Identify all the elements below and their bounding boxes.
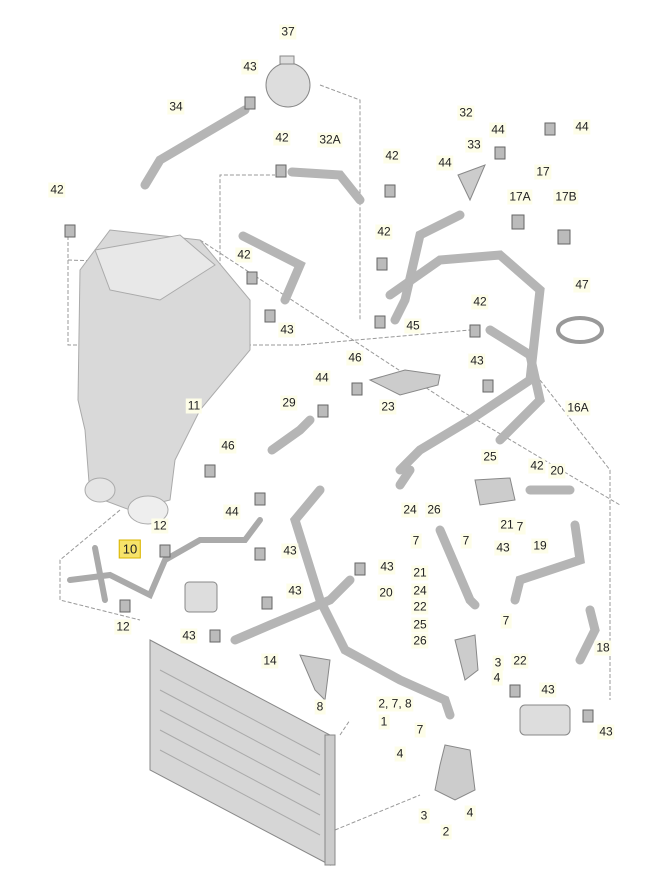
callout-label[interactable]: 43 — [281, 543, 299, 559]
radiator — [149, 639, 336, 866]
callout-label[interactable]: 42 — [375, 224, 393, 240]
callout-label[interactable]: 2 — [440, 824, 452, 840]
callout-label[interactable]: 43 — [539, 682, 557, 698]
callout-label[interactable]: 44 — [489, 122, 507, 138]
callout-label[interactable]: 44 — [223, 504, 241, 520]
callout-label[interactable]: 7 — [414, 722, 426, 738]
callout-label[interactable]: 25 — [481, 449, 499, 465]
callout-label[interactable]: 43 — [180, 628, 198, 644]
callout-label[interactable]: 42 — [471, 294, 489, 310]
clamps — [64, 96, 594, 723]
callout-label[interactable]: 3 — [492, 655, 504, 671]
callout-label[interactable]: 42 — [528, 458, 546, 474]
callout-label[interactable]: 34 — [167, 99, 185, 115]
callout-label[interactable]: 20 — [548, 463, 566, 479]
coolant-housing — [184, 581, 218, 613]
callout-label[interactable]: 2, 7, 8 — [376, 696, 414, 712]
callout-label[interactable]: 42 — [273, 130, 291, 146]
callout-label[interactable]: 46 — [219, 438, 237, 454]
callout-label[interactable]: 20 — [377, 585, 395, 601]
callout-label[interactable]: 42 — [48, 182, 66, 198]
callout-label[interactable]: 47 — [573, 277, 591, 293]
bracket-8 — [299, 654, 331, 702]
callout-label[interactable]: 22 — [511, 653, 529, 669]
callout-label[interactable]: 17B — [553, 189, 579, 205]
hoses — [140, 105, 600, 720]
callout-label[interactable]: 24 — [401, 502, 419, 518]
callout-label[interactable]: 33 — [465, 137, 483, 153]
callout-label[interactable]: 23 — [379, 399, 397, 415]
callout-label[interactable]: 43 — [468, 353, 486, 369]
callout-label[interactable]: 21 — [498, 517, 516, 533]
callout-label[interactable]: 37 — [279, 24, 297, 40]
callout-label[interactable]: 19 — [531, 538, 549, 554]
engine-block — [77, 229, 251, 525]
callout-label[interactable]: 4 — [464, 805, 476, 821]
callout-label[interactable]: 7 — [500, 613, 512, 629]
callout-label[interactable]: 16A — [565, 400, 591, 416]
callout-highlighted[interactable]: 10 — [118, 539, 142, 559]
callout-label[interactable]: 44 — [313, 370, 331, 386]
callout-label[interactable]: 14 — [261, 653, 279, 669]
callout-label[interactable]: 32 — [457, 105, 475, 121]
callout-label[interactable]: 43 — [597, 724, 615, 740]
callout-label[interactable]: 8 — [314, 699, 326, 715]
callout-label[interactable]: 43 — [494, 540, 512, 556]
callout-label[interactable]: 21 — [411, 565, 429, 581]
callout-label[interactable]: 43 — [378, 559, 396, 575]
oil-cooler — [519, 704, 571, 736]
callout-label[interactable]: 1 — [378, 714, 390, 730]
callout-label[interactable]: 11 — [185, 398, 203, 414]
callout-label[interactable]: 4 — [491, 670, 503, 686]
callout-label[interactable]: 17 — [534, 164, 552, 180]
callout-label[interactable]: 44 — [573, 119, 591, 135]
callout-label[interactable]: 22 — [411, 599, 429, 615]
callout-label[interactable]: 32A — [317, 132, 343, 148]
callout-label[interactable]: 12 — [114, 619, 132, 635]
callout-label[interactable]: 26 — [425, 502, 443, 518]
callout-label[interactable]: 4 — [394, 746, 406, 762]
hose-clamp-47 — [556, 316, 604, 344]
callout-label[interactable]: 29 — [280, 395, 298, 411]
callout-label[interactable]: 46 — [346, 350, 364, 366]
callout-label[interactable]: 12 — [151, 518, 169, 534]
fittings — [368, 164, 516, 801]
pipes — [67, 517, 263, 603]
callout-label[interactable]: 7 — [410, 533, 422, 549]
callout-label[interactable]: 24 — [411, 583, 429, 599]
callout-label[interactable]: 43 — [278, 322, 296, 338]
callout-label[interactable]: 17A — [507, 189, 533, 205]
callout-label[interactable]: 25 — [411, 617, 429, 633]
callout-label[interactable]: 45 — [404, 318, 422, 334]
callout-label[interactable]: 7 — [460, 533, 472, 549]
expansion-tank — [265, 55, 311, 108]
callout-label[interactable]: 18 — [594, 640, 612, 656]
callout-label[interactable]: 3 — [418, 808, 430, 824]
callout-label[interactable]: 43 — [241, 59, 259, 75]
callout-label[interactable]: 7 — [514, 519, 526, 535]
callout-label[interactable]: 44 — [436, 155, 454, 171]
callout-label[interactable]: 26 — [411, 633, 429, 649]
callout-label[interactable]: 42 — [383, 148, 401, 164]
callout-label[interactable]: 42 — [235, 247, 253, 263]
callout-label[interactable]: 43 — [286, 583, 304, 599]
